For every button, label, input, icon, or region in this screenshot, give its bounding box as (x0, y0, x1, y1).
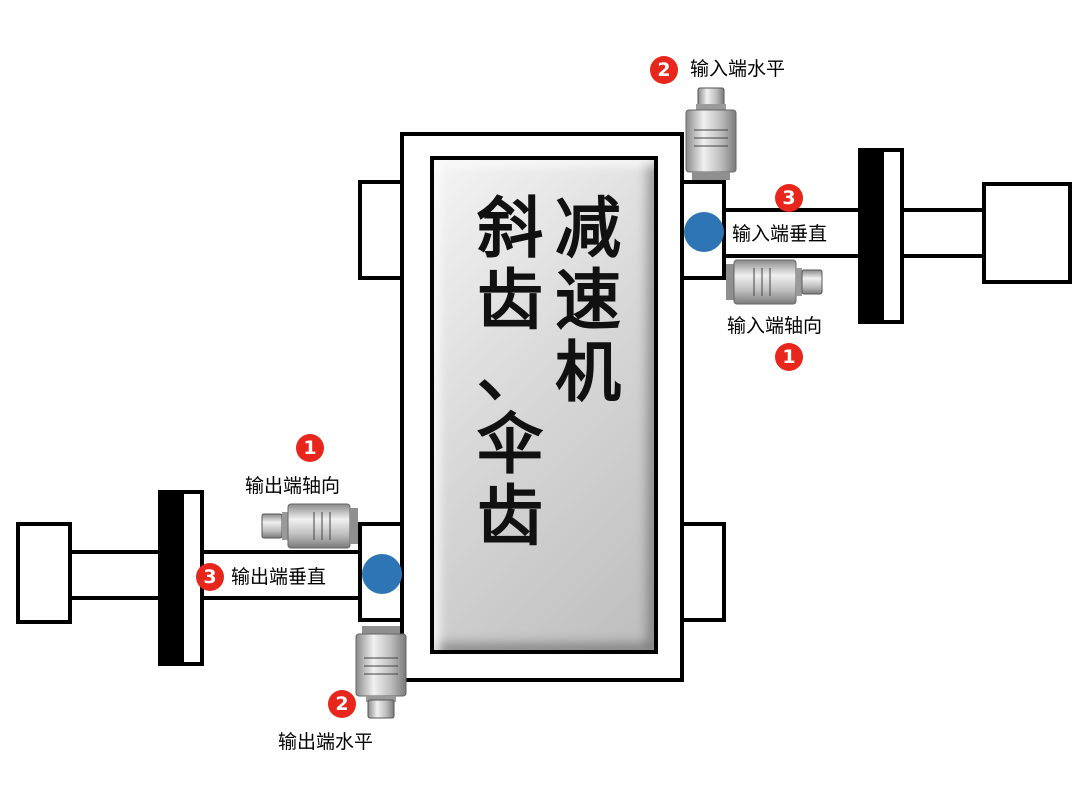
output-load-shaft (66, 550, 162, 600)
output-vertical-label: 输出端垂直 (231, 566, 327, 588)
output-horizontal-badge: 2 (328, 690, 356, 718)
input-horizontal-badge: 2 (650, 56, 678, 84)
title-char: 减 (555, 189, 621, 267)
output-load (16, 522, 72, 624)
title-char: 齿 (477, 261, 543, 339)
title-char: 齿 (477, 477, 543, 555)
input-horizontal-label: 输入端水平 (690, 58, 786, 80)
output-vertical-badge: 3 (196, 563, 224, 591)
output-measurement-point (362, 554, 402, 594)
input-axial-sensor-icon (726, 259, 823, 305)
input-vertical-badge: 3 (775, 184, 803, 212)
title-char: 机 (555, 333, 621, 411)
housing-lug-bottom-right (680, 522, 726, 622)
input-axial-label: 输入端轴向 (727, 315, 823, 337)
title-char: 、 (477, 333, 543, 411)
output-axial-label: 输出端轴向 (245, 475, 341, 497)
input-flange-stripe (862, 152, 884, 320)
output-axial-sensor-icon (261, 503, 358, 549)
input-vertical-label: 输入端垂直 (732, 223, 828, 245)
title-char: 伞 (477, 405, 543, 483)
title-column-1: 斜 齿 、 伞 齿 (470, 192, 550, 552)
title-column-2: 减 速 机 (548, 192, 628, 408)
input-measurement-point (684, 212, 724, 252)
output-axial-badge: 1 (296, 434, 324, 462)
input-axial-badge: 1 (775, 343, 803, 371)
output-shaft (200, 550, 362, 600)
title-char: 速 (555, 261, 621, 339)
input-motor-shaft (900, 208, 988, 258)
output-horizontal-sensor-icon (355, 626, 407, 719)
housing-lug-top-left (358, 180, 404, 280)
input-motor (982, 182, 1072, 284)
title-char: 斜 (477, 189, 543, 267)
output-horizontal-label: 输出端水平 (278, 731, 374, 753)
gearbox-label-panel (430, 156, 658, 654)
output-flange-stripe (162, 494, 184, 662)
input-coupling-flange (858, 148, 904, 324)
input-horizontal-sensor-icon (685, 87, 737, 180)
